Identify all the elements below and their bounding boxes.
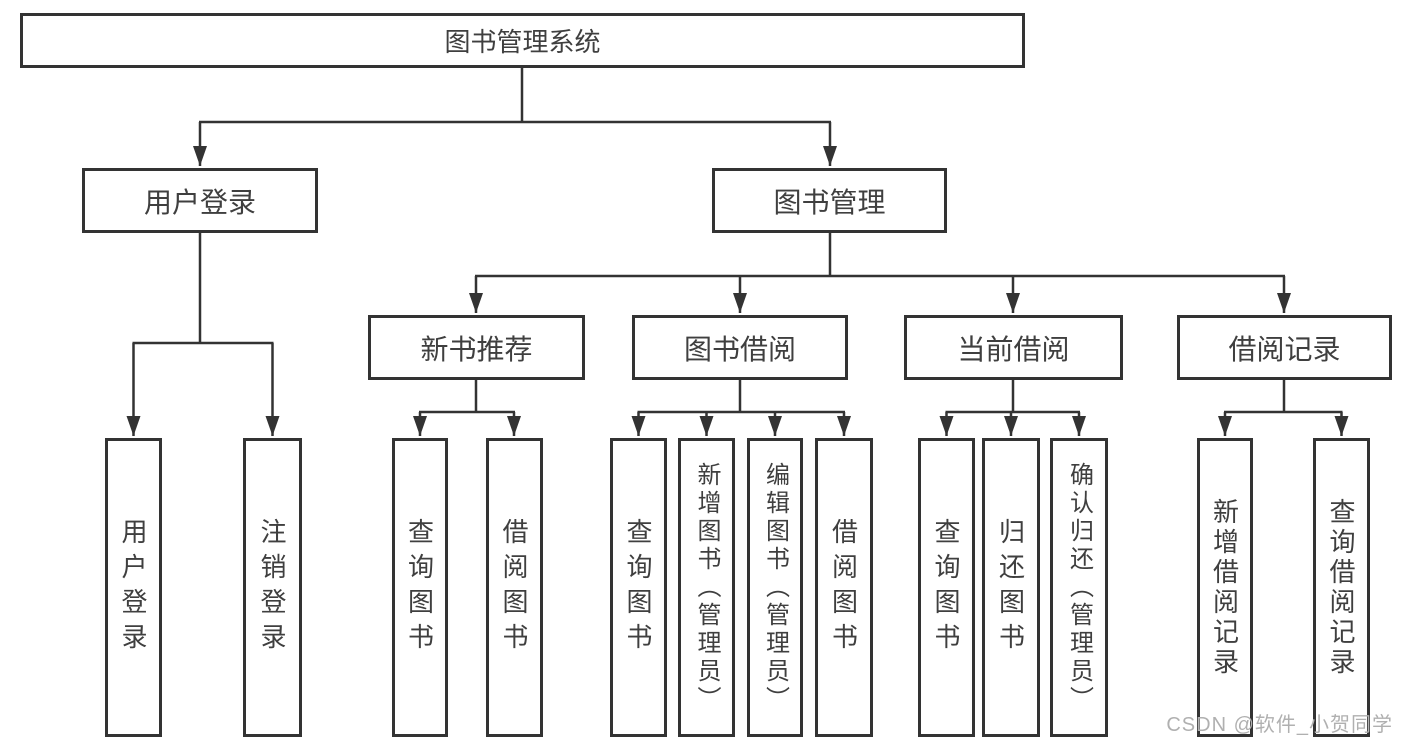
leaf-return-book: 归还图书 [982, 438, 1040, 737]
node-user-login: 用户登录 [82, 168, 318, 233]
leaf-query-book-3: 查询图书 [918, 438, 975, 737]
edges-book-borrow [631, 380, 851, 436]
leaf-confirm-return-admin: 确认归还（管理员） [1050, 438, 1108, 737]
node-book-borrow: 图书借阅 [632, 315, 848, 380]
node-book-mgmt: 图书管理 [712, 168, 947, 233]
edges-current-borrow [939, 380, 1086, 436]
leaf-borrow-book-1: 借阅图书 [486, 438, 543, 737]
leaf-query-book-1: 查询图书 [392, 438, 448, 737]
edges-borrow-records [1218, 380, 1349, 436]
leaf-logout: 注销登录 [243, 438, 302, 737]
edges-book-mgmt [469, 233, 1291, 313]
leaf-user-login: 用户登录 [105, 438, 162, 737]
leaf-add-borrow-record: 新增借阅记录 [1197, 438, 1253, 737]
leaf-add-book-admin: 新增图书（管理员） [678, 438, 735, 737]
leaf-borrow-book-2: 借阅图书 [815, 438, 873, 737]
node-current-borrow: 当前借阅 [904, 315, 1123, 380]
node-root: 图书管理系统 [20, 13, 1025, 68]
node-new-book-rec: 新书推荐 [368, 315, 585, 380]
watermark: CSDN @软件_小贺同学 [1166, 714, 1393, 736]
leaf-edit-book-admin: 编辑图书（管理员） [747, 438, 803, 737]
edges-new-book-rec [413, 380, 521, 436]
edges-root [193, 66, 837, 166]
leaf-query-borrow-record: 查询借阅记录 [1313, 438, 1370, 737]
leaf-query-book-2: 查询图书 [610, 438, 667, 737]
node-borrow-records: 借阅记录 [1177, 315, 1392, 380]
edges-user-login [126, 233, 280, 436]
